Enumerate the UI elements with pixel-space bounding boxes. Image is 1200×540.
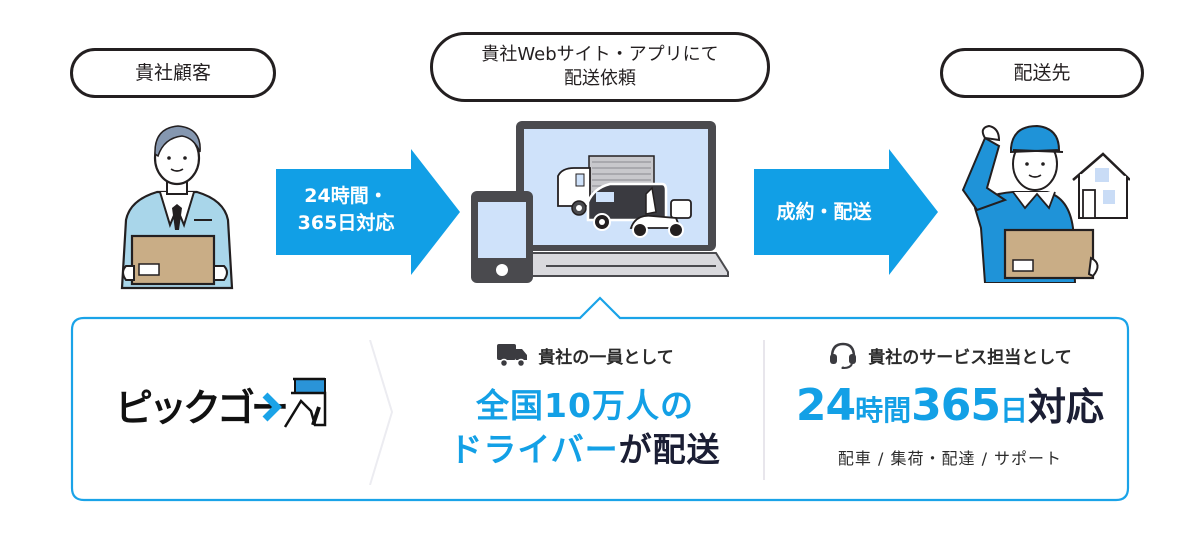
service-info-box: [70, 296, 1130, 502]
arrow-24h-line1: 24時間・: [304, 185, 388, 207]
arrow-24h-line2: 365日対応: [297, 212, 395, 234]
support-hours-unit: 時間: [855, 394, 912, 427]
headset-icon: [830, 342, 857, 369]
truck-icon: [497, 344, 528, 368]
delivery-driver-illustration: [955, 118, 1131, 284]
support-headline: 24時間365日対応: [775, 380, 1125, 441]
driver-network-column: 貴社の一員として 全国10万人の ドライバーが配送: [410, 340, 760, 472]
flow-arrow-contract-delivery: 成約・配送: [754, 149, 938, 275]
driver-headline-line1: 全国10万人の: [476, 386, 694, 425]
driver-headline-delivers: が配送: [618, 430, 721, 469]
stage-customer-label: 貴社顧客: [70, 48, 276, 98]
support-headline-support: 対応: [1028, 385, 1105, 429]
column-divider: [763, 340, 765, 480]
info-box-frame: [70, 296, 1130, 502]
stage-customer-text: 貴社顧客: [134, 62, 211, 84]
flow-arrow-24h: 24時間・ 365日対応: [276, 149, 460, 275]
support-services-list: 配車 / 集荷・配達 / サポート: [837, 449, 1063, 468]
support-column: 貴社のサービス担当として 24時間365日対応 配車 / 集荷・配達 / サポー…: [775, 340, 1125, 469]
support-heading-text: 貴社のサービス担当として: [868, 347, 1072, 368]
driver-network-headline: 全国10万人の ドライバーが配送: [410, 384, 760, 472]
pickgo-logo: ピックゴー: [115, 375, 330, 435]
stage-destination-text: 配送先: [1013, 62, 1071, 84]
stage-web-text-line1: 貴社Webサイト・アプリにて: [481, 44, 719, 65]
stage-destination-label: 配送先: [940, 48, 1144, 98]
customer-illustration: [112, 120, 242, 290]
stage-web-text-line2: 配送依頼: [564, 68, 636, 89]
chevron-divider: [366, 339, 396, 486]
devices-illustration: [466, 116, 732, 286]
support-heading: 貴社のサービス担当として: [775, 340, 1125, 370]
support-days-unit: 日: [1000, 394, 1029, 427]
driver-network-heading-text: 貴社の一員として: [538, 347, 674, 368]
support-days-number: 365: [911, 380, 1001, 431]
driver-network-heading: 貴社の一員として: [410, 340, 760, 370]
support-hours-number: 24: [795, 380, 856, 431]
flow-arrow-24h-text: 24時間・ 365日対応: [276, 183, 416, 237]
flow-arrow-contract-text: 成約・配送: [754, 199, 894, 226]
stage-web-request-label: 貴社Webサイト・アプリにて 配送依頼: [430, 32, 770, 102]
logo-text: ピックゴー: [115, 386, 286, 430]
driver-headline-drivers: ドライバー: [449, 430, 619, 469]
arrow-contract-line1: 成約・配送: [776, 201, 872, 223]
